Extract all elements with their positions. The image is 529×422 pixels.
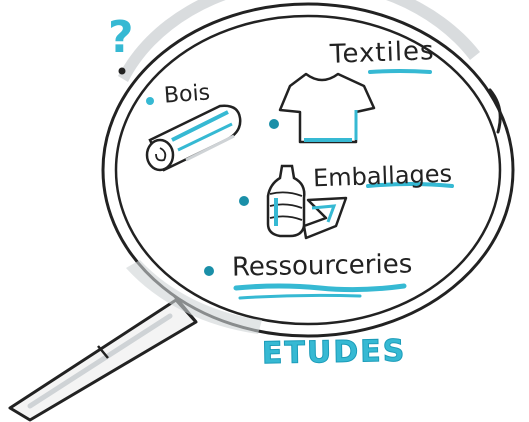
bottle-packaging-icon [266,164,348,240]
question-mark: ? [108,12,134,63]
label-emballages: Emballages [312,159,453,193]
label-bois: Bois [163,80,211,109]
question-dot [118,67,126,75]
label-etudes: ETUDES [261,333,407,372]
magnifier-handle [8,287,198,422]
t-shirt-icon [278,72,376,144]
underline-emballages [366,182,454,188]
underline-ressourceries [233,283,407,293]
bullet-bois [146,97,154,105]
bullet-textiles [269,119,279,129]
wood-log-icon [145,104,242,172]
label-textiles: Textiles [329,36,436,70]
underline-textiles [368,69,432,74]
label-ressourceries: Ressourceries [231,249,413,283]
bullet-emballages [239,196,249,206]
bullet-ressourceries [204,266,214,276]
magnifying-glass-icon [101,0,515,338]
underline-ressourceries-2 [238,293,362,300]
